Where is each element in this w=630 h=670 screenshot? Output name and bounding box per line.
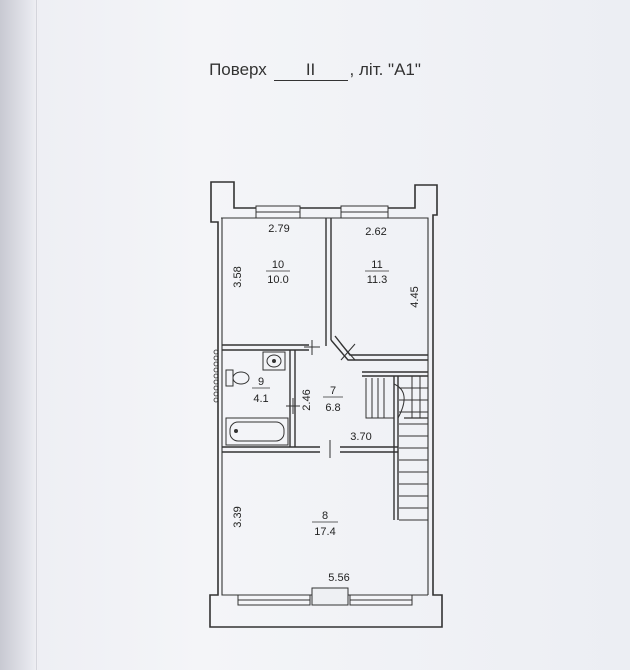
- dimension-labels: 2.79 2.62 3.58 4.45 2.46 3.70 3.39 5.56: [232, 223, 421, 584]
- page-title: Поверх II, літ. "А1": [0, 60, 630, 81]
- dimension-label: 2.46: [301, 389, 313, 410]
- floor-number: II: [273, 60, 348, 81]
- room-number: 7: [330, 385, 336, 397]
- door-marks: [286, 340, 356, 458]
- toilet-icon: [225, 369, 250, 387]
- dimension-label: 3.70: [350, 431, 371, 443]
- bathroom-fixtures: [225, 351, 289, 446]
- page-margin-line: [36, 0, 37, 670]
- dimension-label: 2.79: [268, 223, 289, 235]
- floor-label: Поверх: [209, 60, 267, 79]
- bathtub-icon: [225, 417, 289, 446]
- top-windows: [255, 205, 389, 219]
- room-number: 9: [258, 376, 264, 388]
- dimension-label: 3.39: [232, 506, 244, 527]
- room-labels: 10 10.0 11 11.3 9 4.1 7 6.8 8 17.4: [252, 259, 389, 538]
- radiator-icon: [213, 349, 219, 403]
- room-area: 10.0: [267, 274, 288, 286]
- sink-icon: [262, 351, 286, 371]
- room-number: 8: [322, 510, 328, 522]
- dimension-label: 3.58: [232, 266, 244, 287]
- dimension-label: 5.56: [328, 572, 349, 584]
- staircase: [365, 376, 428, 521]
- room-area: 4.1: [253, 393, 268, 405]
- room-area: 11.3: [367, 274, 388, 286]
- page-binding-edge: [0, 0, 38, 670]
- room-number: 11: [371, 259, 382, 271]
- room-area: 17.4: [314, 526, 335, 538]
- room-area: 6.8: [325, 402, 340, 414]
- room-number: 10: [272, 259, 284, 271]
- dimension-label: 2.62: [365, 226, 386, 238]
- building-suffix: , літ. "А1": [349, 60, 421, 79]
- bottom-windows: [237, 587, 413, 606]
- interior-walls: [222, 218, 428, 520]
- dimension-label: 4.45: [409, 286, 421, 307]
